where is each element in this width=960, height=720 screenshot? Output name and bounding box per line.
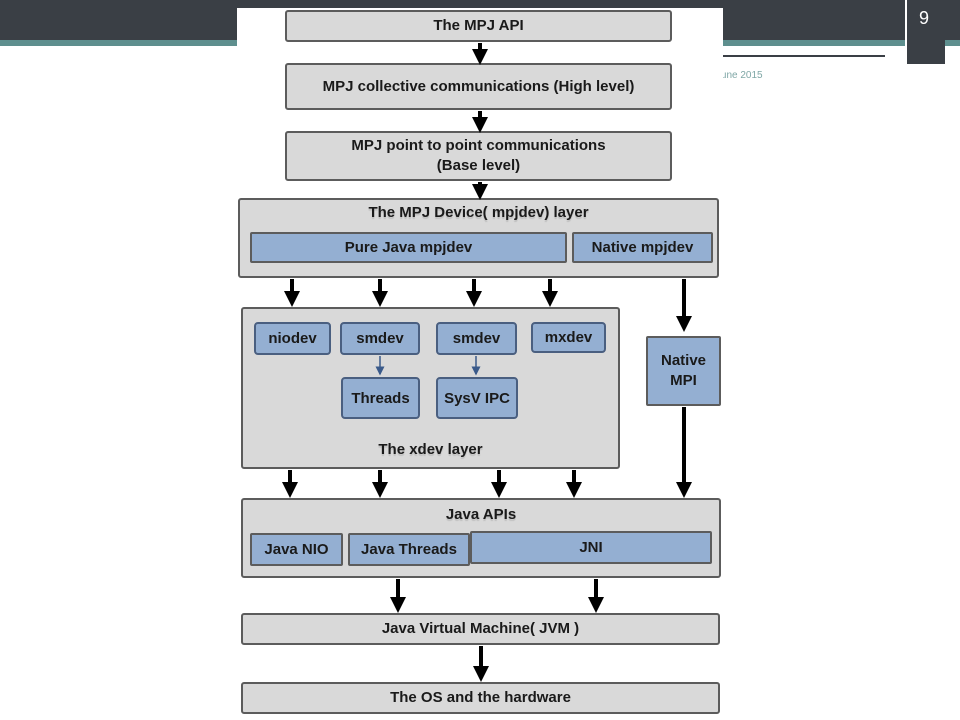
native-mpjdev-label: Native mpjdev	[591, 238, 694, 256]
slide-number: 9	[918, 8, 929, 28]
sysv-ipc-box: SysV IPC	[436, 377, 518, 419]
jvm-label: Java Virtual Machine( JVM )	[381, 620, 580, 637]
p2p-comm-label-line2: (Base level)	[436, 157, 521, 174]
os-hardware-label: The OS and the hardware	[390, 689, 571, 706]
native-mpi-box: Native MPI	[646, 336, 721, 406]
header-rule	[720, 55, 885, 57]
java-threads-label: Java Threads	[361, 540, 457, 558]
niodev-label: niodev	[268, 330, 317, 347]
sysv-ipc-label: SysV IPC	[444, 389, 510, 407]
jvm-box: Java Virtual Machine( JVM )	[241, 613, 720, 645]
xdev-layer-label: The xdev layer	[378, 441, 483, 458]
p2p-comm-box: MPJ point to point communications (Base …	[285, 131, 672, 181]
slide-date: 29 June 2015	[702, 70, 763, 81]
mpj-api-label: The MPJ API	[433, 17, 524, 34]
collective-comm-label: MPJ collective communications (High leve…	[322, 77, 635, 95]
slide-number-tab	[905, 0, 945, 64]
java-nio-box: Java NIO	[250, 533, 343, 566]
mpjdev-layer-label: The MPJ Device( mpjdev) layer	[368, 204, 589, 221]
pure-java-mpjdev-label: Pure Java mpjdev	[344, 238, 473, 256]
mpj-api-box: The MPJ API	[285, 10, 672, 42]
mxdev-label: mxdev	[544, 329, 593, 346]
pure-java-mpjdev-box: Pure Java mpjdev	[250, 232, 567, 263]
smdev-label-2: smdev	[452, 330, 501, 347]
jni-box: JNI	[470, 531, 712, 564]
native-mpi-label-line2: MPI	[670, 372, 697, 389]
native-mpi-label-line1: Native	[660, 352, 707, 369]
collective-comm-box: MPJ collective communications (High leve…	[285, 63, 672, 110]
java-apis-layer-label: Java APIs	[445, 506, 517, 523]
native-mpjdev-box: Native mpjdev	[572, 232, 713, 263]
mxdev-box: mxdev	[531, 322, 606, 353]
smdev-label-1: smdev	[356, 330, 404, 347]
threads-box: Threads	[341, 377, 420, 419]
p2p-comm-label-line1: MPJ point to point communications	[351, 137, 606, 154]
os-hardware-box: The OS and the hardware	[241, 682, 720, 714]
smdev-box-1: smdev	[340, 322, 420, 355]
jni-label: JNI	[579, 538, 603, 556]
threads-label: Threads	[351, 389, 410, 407]
java-threads-box: Java Threads	[348, 533, 470, 566]
niodev-box: niodev	[254, 322, 331, 355]
smdev-box-2: smdev	[436, 322, 517, 355]
java-nio-label: Java NIO	[264, 540, 329, 558]
